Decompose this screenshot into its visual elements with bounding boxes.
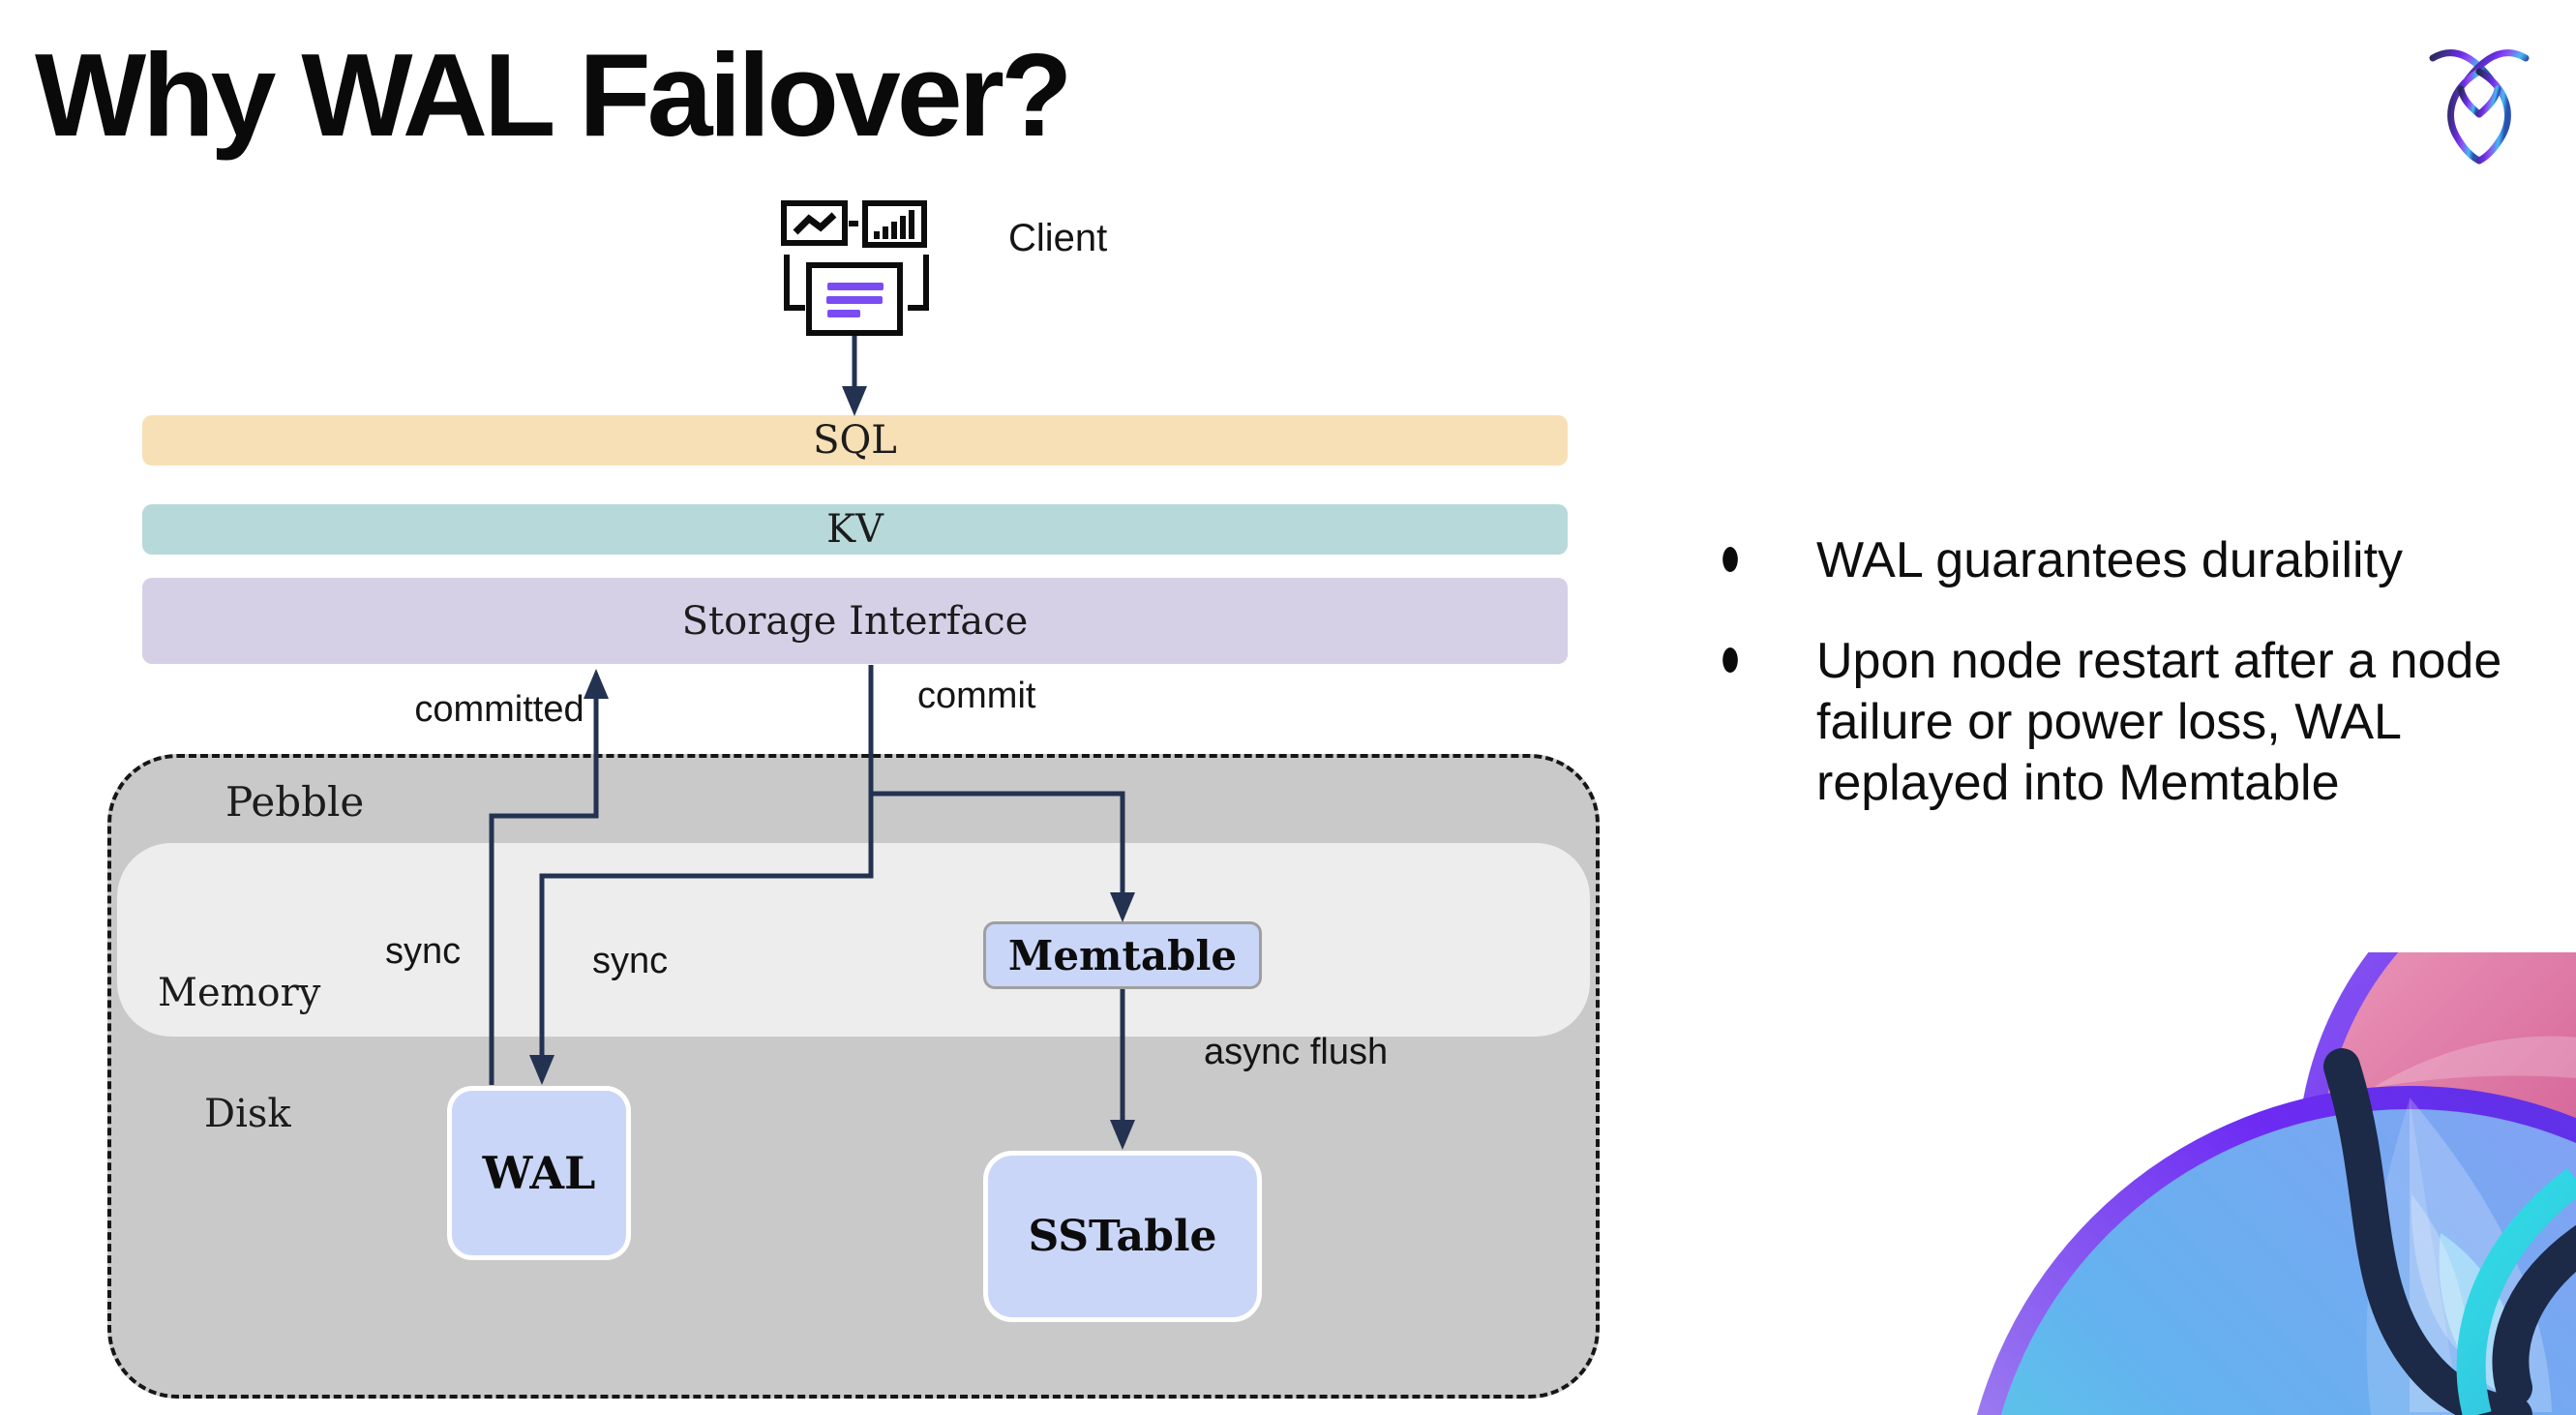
sync-right-edge-label: sync (592, 941, 669, 981)
bullet-dot (1722, 647, 1738, 673)
bullet-dot (1722, 547, 1738, 572)
memory-region (117, 843, 1590, 1037)
committed-edge-label: committed (414, 689, 584, 730)
list-item: WAL guarantees durability (1721, 530, 2553, 591)
bullet-text: Upon node restart after a node failure o… (1816, 633, 2502, 811)
pebble-label: Pebble (225, 778, 365, 826)
page-title: Why WAL Failover? (35, 29, 1073, 161)
sync-left-edge-label: sync (385, 931, 462, 972)
kv-layer-label: KV (826, 507, 884, 552)
blue-circle (1976, 1086, 2576, 1415)
storage-interface-layer-bar: Storage Interface (142, 578, 1568, 664)
line-chart-monitor-icon (781, 200, 848, 246)
wal-node: WAL (447, 1086, 631, 1260)
brand-gradient-circles-art (1976, 952, 2576, 1415)
bullet-list: WAL guarantees durability Upon node rest… (1721, 530, 2553, 854)
document-text-lines (826, 283, 884, 317)
async-flush-edge-label: async flush (1204, 1032, 1389, 1072)
sstable-node-label: SSTable (1028, 1212, 1217, 1261)
wal-node-label: WAL (482, 1147, 596, 1199)
arrowhead-into-sql (842, 386, 867, 416)
bar-chart-glyph (874, 210, 914, 239)
client-devices-icon (781, 200, 929, 336)
cyan-ring-arc (2456, 1167, 2576, 1415)
line-chart-glyph (793, 212, 837, 235)
bracket-frame (784, 255, 929, 311)
cockroachdb-logo-icon (2429, 49, 2530, 165)
sql-layer-bar: SQL (142, 415, 1568, 466)
storage-interface-label: Storage Interface (681, 598, 1029, 644)
list-item: Upon node restart after a node failure o… (1721, 631, 2553, 814)
memory-region-label: Memory (158, 971, 321, 1015)
bullet-text: WAL guarantees durability (1816, 532, 2404, 588)
disk-region-label: Disk (204, 1092, 291, 1136)
memtable-node-label: Memtable (1007, 931, 1238, 979)
memtable-node: Memtable (983, 921, 1262, 989)
sql-layer-label: SQL (813, 418, 897, 463)
dash-connector (849, 221, 858, 226)
commit-edge-label: commit (917, 676, 1036, 716)
client-label: Client (1008, 217, 1108, 259)
sstable-node: SSTable (983, 1151, 1262, 1322)
kv-layer-bar: KV (142, 504, 1568, 555)
